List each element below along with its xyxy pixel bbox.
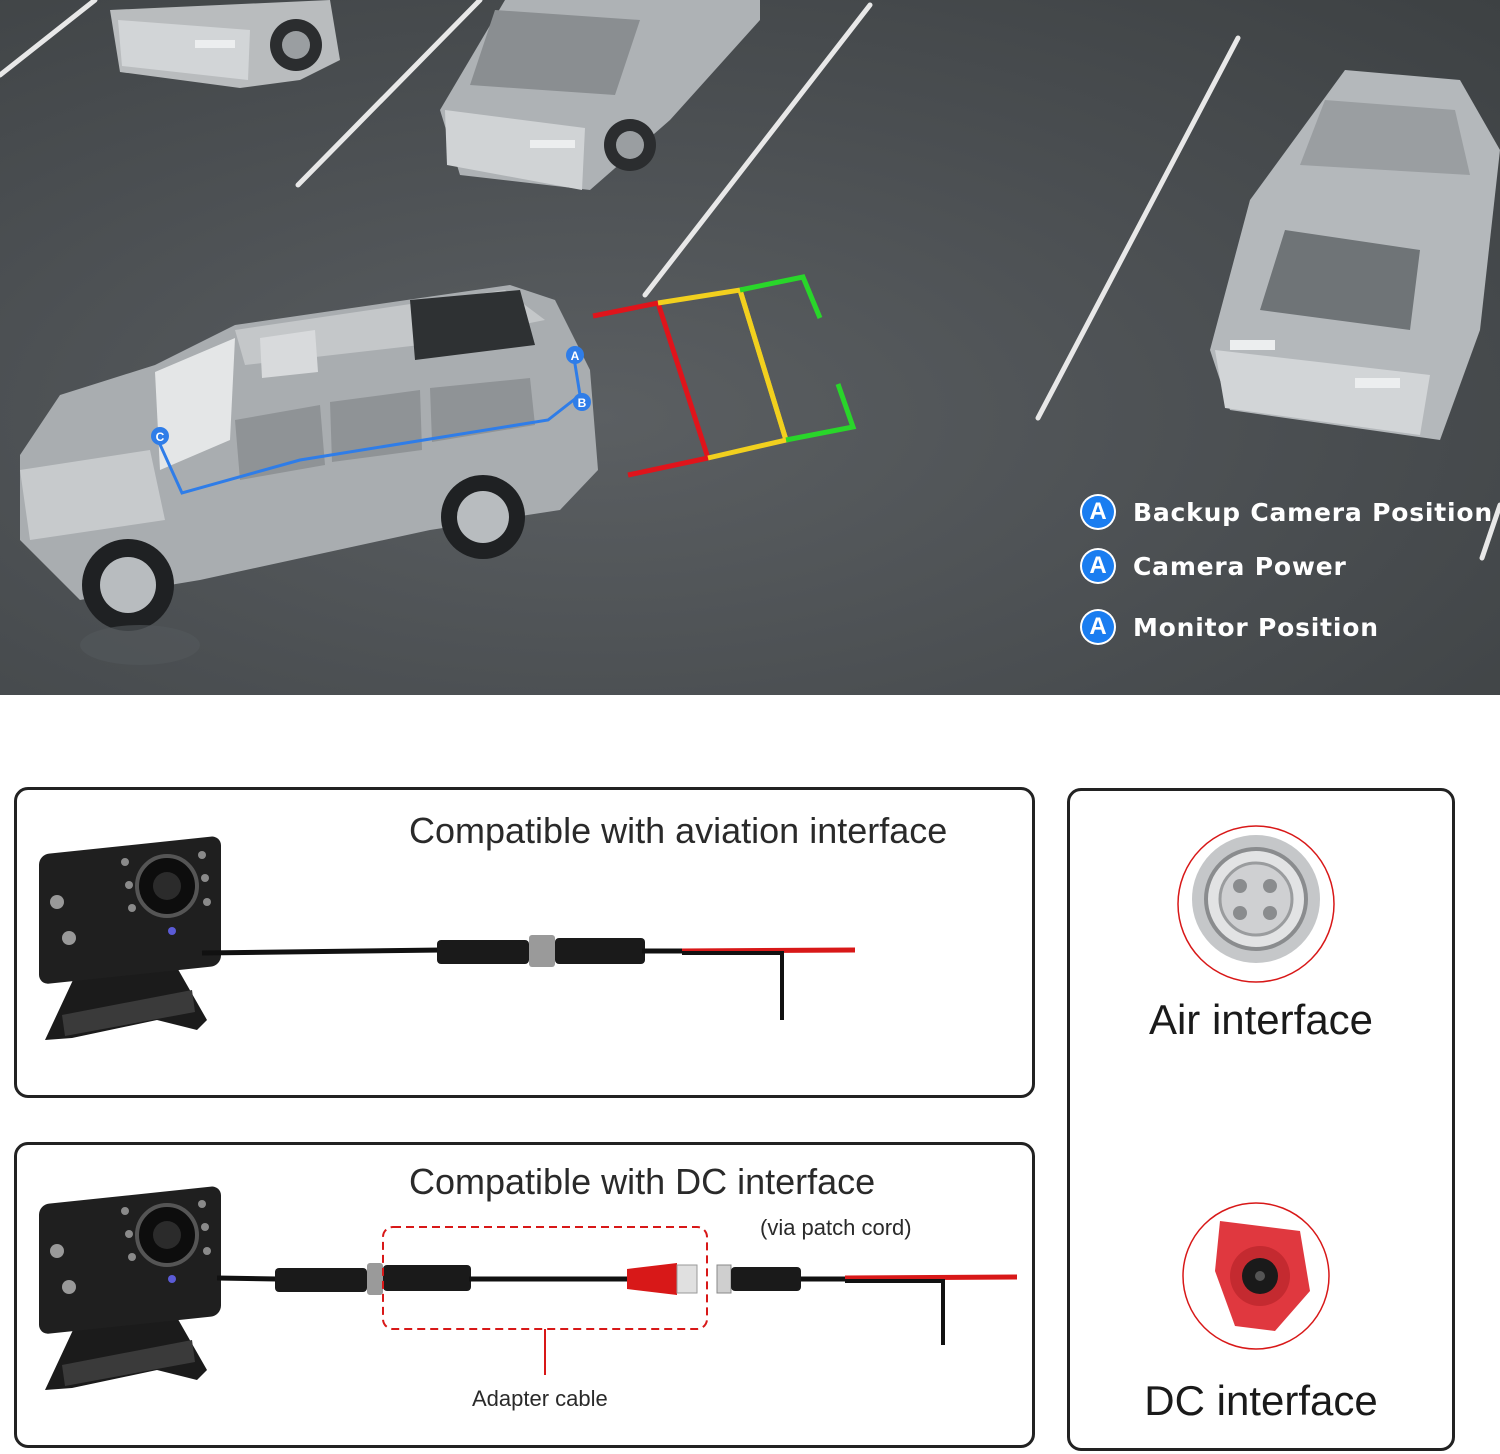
dc-adapter-plug	[627, 1263, 698, 1295]
marker-a: A	[566, 346, 584, 364]
panel-title: Compatible with aviation interface	[409, 810, 948, 851]
legend-badge: A	[1082, 611, 1114, 643]
aviation-connector	[437, 935, 645, 967]
patch-cord-note: (via patch cord)	[760, 1215, 912, 1240]
dc-connector-icon	[1182, 1202, 1330, 1350]
legend-label: Camera Power	[1133, 551, 1347, 581]
camera-icon	[39, 1186, 221, 1390]
parking-guide-lines	[592, 274, 857, 478]
dc-socket	[716, 1264, 801, 1294]
aviation-interface-panel: Compatible with aviation interface	[14, 787, 1035, 1098]
legend-badge: A	[1082, 550, 1114, 582]
legend-label: Monitor Position	[1133, 612, 1379, 642]
svg-text:C: C	[156, 430, 165, 444]
dc-interface-label: DC interface	[1144, 1377, 1378, 1424]
aviation-wiring-diagram	[39, 836, 856, 1040]
air-connector-icon	[1177, 825, 1335, 983]
camera-icon	[39, 836, 221, 1040]
aviation-connector	[275, 1263, 471, 1295]
parking-lines	[0, 0, 1500, 561]
legend-badge: A	[1082, 496, 1114, 528]
legend-label: Backup Camera Position	[1133, 497, 1493, 527]
dc-wiring-diagram	[39, 1186, 1018, 1390]
svg-text:A: A	[571, 349, 580, 363]
legend-item-monitor-position: A Monitor Position	[1082, 609, 1379, 645]
parked-car-top-middle	[440, 0, 760, 190]
parking-scene: A B C A Backup Camera Position A Camera …	[0, 0, 1500, 695]
marker-c: C	[151, 427, 169, 445]
parking-scene-illustration: A B C	[0, 0, 1500, 665]
parked-car-top-left	[110, 0, 340, 88]
adapter-cable-label: Adapter cable	[472, 1386, 608, 1411]
parked-car-right	[1210, 70, 1500, 440]
legend-item-backup-camera: A Backup Camera Position	[1082, 494, 1493, 530]
air-interface-label: Air interface	[1148, 996, 1374, 1043]
legend-item-camera-power: A Camera Power	[1082, 548, 1347, 584]
marker-b: B	[573, 393, 591, 411]
dc-interface-panel: Compatible with DC interface (via patch …	[14, 1142, 1035, 1448]
svg-text:B: B	[578, 396, 587, 410]
installation-route	[156, 357, 582, 495]
interface-illustrations	[1177, 825, 1335, 1350]
panel-title: Compatible with DC interface	[409, 1161, 876, 1202]
suv-car	[20, 285, 598, 665]
interface-types-panel: Air interface DC interface	[1067, 788, 1455, 1451]
